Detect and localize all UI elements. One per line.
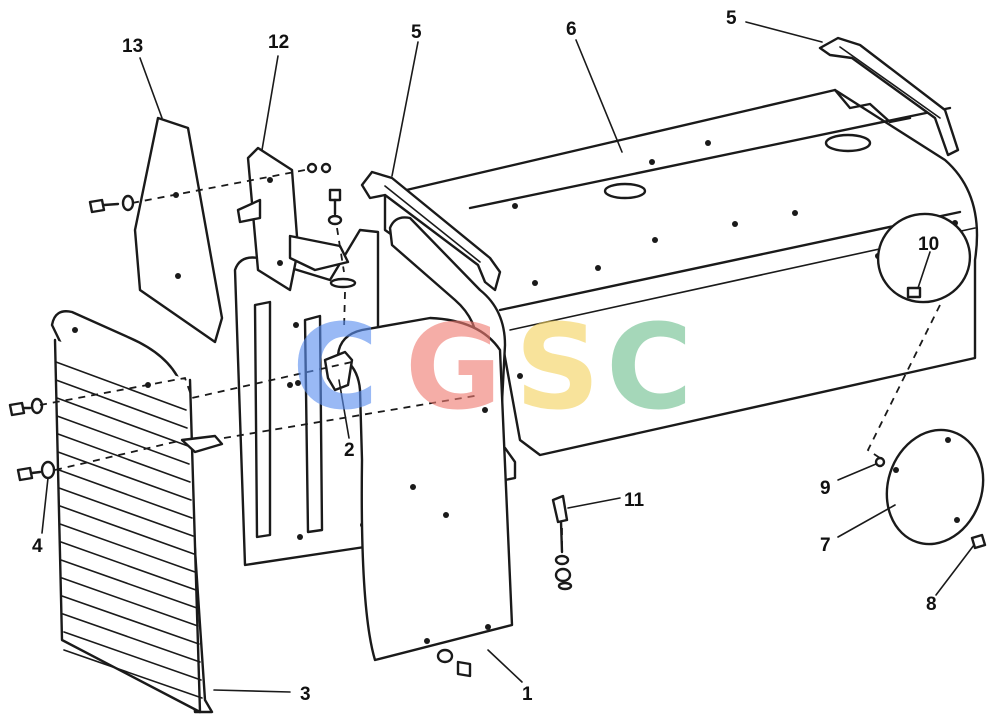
watermark-letter-c1: C	[292, 298, 379, 436]
bracket-plate	[236, 146, 350, 292]
callout-7: 7	[820, 535, 831, 556]
callout-5-right: 5	[726, 8, 737, 29]
light-mounting-opening	[876, 212, 972, 304]
grille-louvers	[50, 310, 224, 714]
callout-8: 8	[926, 594, 937, 615]
cgsc-watermark: C G S C	[292, 298, 693, 436]
headlight-lens	[885, 428, 985, 546]
baffle-plate	[133, 116, 224, 344]
callout-1: 1	[522, 684, 533, 705]
assembly-dashed-lines	[39, 169, 941, 550]
clip-bracket	[323, 350, 354, 392]
callout-13: 13	[122, 36, 143, 57]
trim-strip-left	[360, 170, 502, 292]
watermark-letter-s: S	[515, 298, 600, 436]
trim-strip-right	[818, 36, 960, 157]
callout-6: 6	[566, 19, 577, 40]
watermark-letter-c2: C	[606, 298, 693, 436]
callout-2: 2	[344, 440, 355, 461]
callout-4: 4	[32, 536, 43, 557]
callout-11: 11	[624, 490, 645, 511]
watermark-letter-g: G	[405, 298, 502, 436]
callout-3: 3	[300, 684, 311, 705]
callout-12: 12	[268, 32, 289, 53]
callout-10: 10	[918, 234, 939, 255]
front-side-panel	[336, 316, 514, 662]
callout-9: 9	[820, 478, 831, 499]
leader-lines	[41, 21, 975, 693]
callout-labels: 13 12 5 6 5 10 2 4 3 1 11 9 7 8	[32, 8, 939, 705]
callout-5-left: 5	[411, 22, 422, 43]
